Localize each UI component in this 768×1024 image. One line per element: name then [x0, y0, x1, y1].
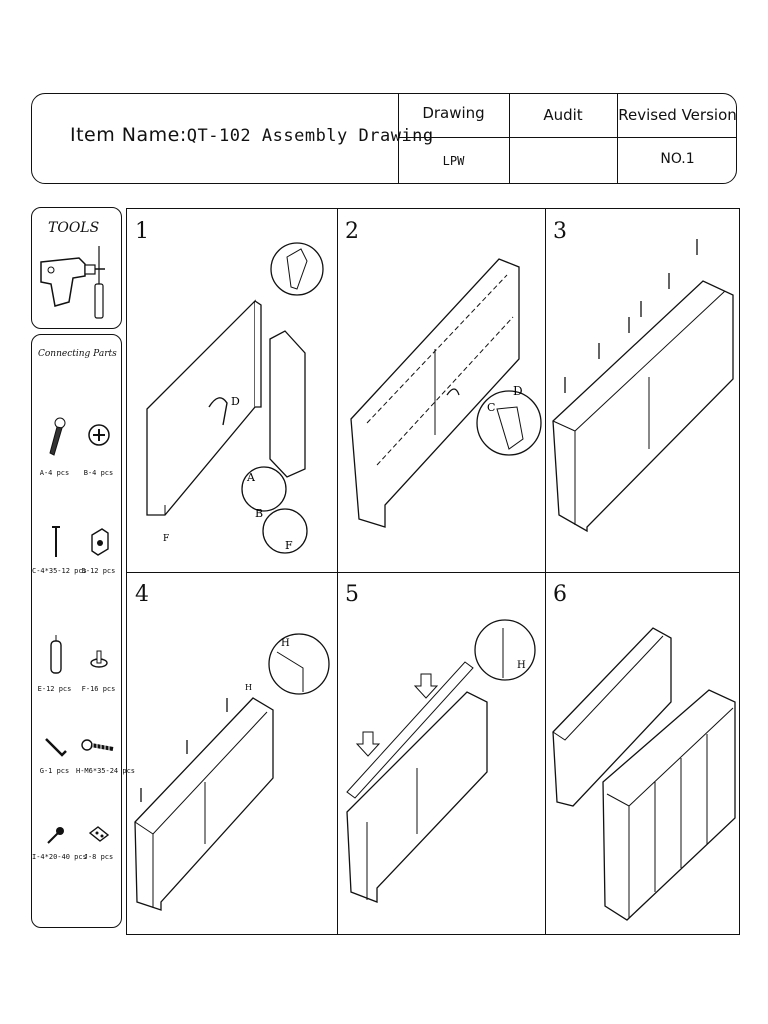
revised-version-value: NO.1 — [660, 151, 695, 167]
dowel-icon — [49, 635, 62, 674]
part-label: H-M6*35-24 pcs — [76, 767, 136, 775]
connector-bolt-icon — [80, 739, 113, 751]
part-item: J-8 pcs — [76, 823, 121, 861]
step-5-illustration: H — [346, 619, 536, 903]
connecting-parts-title: Connecting Parts — [38, 349, 117, 359]
step-3-panel: 3 — [545, 209, 741, 572]
step-5-panel: 5 H — [337, 572, 545, 936]
part-item: D-12 pcs — [76, 523, 121, 575]
item-name: Item Name:QT-102 Assembly Drawing — [70, 124, 434, 146]
part-item: I-4*20-40 pcs — [32, 823, 87, 861]
step-4-illustration: H H — [134, 633, 330, 911]
divider — [617, 94, 618, 183]
part-item: H-M6*35-24 pcs — [76, 733, 136, 775]
step-2-illustration: C D — [350, 258, 542, 528]
step-number: 3 — [553, 219, 567, 244]
callout-label: A — [246, 471, 256, 484]
drill-icon — [40, 246, 105, 319]
bracket-icon — [90, 528, 109, 556]
assembly-steps-grid: 1 A B D F F 2 C D — [126, 208, 740, 935]
part-label: C-4*35-12 pcs — [32, 567, 87, 575]
callout-label: F — [285, 539, 293, 552]
part-label: J-8 pcs — [83, 853, 114, 861]
foot-pad-icon — [89, 650, 108, 668]
step-number: 4 — [135, 582, 149, 607]
step-4-panel: 4 H H — [127, 572, 337, 936]
cam-lock-icon — [87, 424, 110, 446]
part-label: F-16 pcs — [81, 685, 116, 693]
item-name-label: Item Name: — [70, 124, 187, 146]
callout-label: B — [255, 507, 263, 520]
part-item: B-4 pcs — [76, 415, 121, 477]
small-screw-icon — [46, 827, 64, 844]
step-number: 2 — [345, 219, 359, 244]
step-6-illustration — [552, 627, 736, 921]
step-number: 1 — [135, 219, 149, 244]
callout-label: F — [163, 534, 169, 544]
step-1-illustration: A B D F F — [146, 242, 324, 554]
screw-icon — [51, 526, 60, 557]
divider — [127, 572, 739, 573]
audit-header: Audit — [543, 106, 583, 124]
part-label: I-4*20-40 pcs — [32, 853, 87, 861]
part-item: F-16 pcs — [76, 635, 121, 693]
drawing-header: Drawing — [422, 104, 485, 122]
step-number: 6 — [553, 582, 567, 607]
step-1-panel: 1 A B D F F — [127, 209, 337, 572]
part-item: E-12 pcs — [32, 635, 77, 693]
title-block: Item Name:QT-102 Assembly Drawing Drawin… — [31, 93, 737, 184]
item-name-value: QT-102 Assembly Drawing — [186, 126, 434, 146]
step-2-panel: 2 C D — [337, 209, 545, 572]
part-label: B-4 pcs — [83, 469, 114, 477]
part-item: C-4*35-12 pcs — [32, 523, 87, 575]
tools-panel: TOOLS — [31, 207, 122, 329]
divider — [398, 94, 399, 183]
callout-label: D — [513, 384, 523, 398]
callout-label: C — [487, 401, 495, 414]
callout-label: D — [231, 395, 240, 408]
tools-title: TOOLS — [48, 220, 100, 236]
step-3-illustration — [552, 239, 734, 533]
step-number: 5 — [345, 582, 359, 607]
drawing-value: LPW — [442, 154, 465, 168]
callout-label: H — [245, 683, 252, 692]
part-item: A-4 pcs — [32, 415, 77, 477]
allen-key-icon — [44, 738, 67, 757]
part-item: G-1 pcs — [32, 733, 77, 775]
connecting-parts-panel: Connecting Parts A-4 pcs B-4 pcs C-4*35-… — [31, 334, 136, 928]
part-label: G-1 pcs — [39, 767, 70, 775]
part-label: E-12 pcs — [37, 685, 72, 693]
cam-bolt-icon — [48, 417, 65, 456]
revised-version-header: Revised Version — [618, 106, 737, 124]
callout-label: H — [517, 660, 526, 671]
plate-icon — [88, 826, 109, 842]
callout-label: H — [281, 638, 290, 649]
part-label: A-4 pcs — [39, 469, 70, 477]
part-label: D-12 pcs — [81, 567, 116, 575]
step-6-panel: 6 — [545, 572, 741, 936]
divider — [337, 209, 338, 934]
divider — [509, 94, 510, 183]
divider — [398, 137, 736, 138]
divider — [545, 209, 546, 934]
